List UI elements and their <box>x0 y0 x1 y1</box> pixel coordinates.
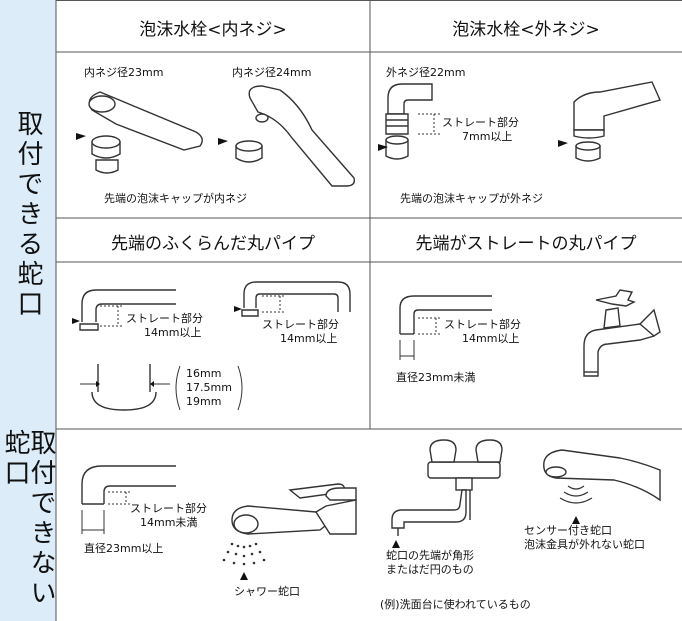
label-inner-thread-23: 内ネジ径23mm <box>84 66 164 79</box>
short-straight-faucet <box>81 465 176 505</box>
sensor-waves <box>559 485 593 504</box>
header-foam-inner: 泡沫水栓<内ネジ> <box>139 20 287 40</box>
label-example-note: (例)洗面台に使われているもの <box>380 598 531 611</box>
paren-right <box>237 365 243 411</box>
mixing-faucet <box>391 439 503 536</box>
shower-faucet <box>231 483 357 535</box>
diameter-23-dimension <box>399 340 415 360</box>
shower-spray <box>222 542 266 566</box>
header-bulged-pipe: 先端のふくらんだ丸パイプ <box>111 234 315 254</box>
sensor-faucet <box>543 449 661 502</box>
label-diameter-16: 16mm <box>186 367 222 380</box>
label-bulged-straight-2b: 14mm以上 <box>280 332 338 345</box>
label-diameter-over-23: 直径23mm以上 <box>84 542 164 555</box>
label-short-straight-a: ストレート部分 <box>130 502 207 515</box>
wall-faucet <box>583 289 661 377</box>
label-diameter-17-5: 17.5mm <box>186 381 232 394</box>
not-installable-label: 取付できない蛇口 <box>0 429 56 609</box>
straight-14mm-dimension-1 <box>100 305 122 327</box>
arrow-marker <box>378 144 388 151</box>
label-angular-b: またはだ円のもの <box>386 563 474 576</box>
label-inner-thread-24: 内ネジ径24mm <box>232 66 312 79</box>
label-outer-thread-22: 外ネジ径22mm <box>386 66 466 79</box>
straight-7mm-dimension <box>418 113 440 135</box>
straight-14mm-dimension-2 <box>262 295 286 313</box>
arrow-marker <box>572 516 580 524</box>
caption-inner-thread: 先端の泡沫キャップが内ネジ <box>104 192 247 205</box>
foam-outer-22-faucet <box>385 83 433 160</box>
bulged-pipe-faucet-1 <box>79 289 176 331</box>
foam-outer-faucet-2 <box>573 81 661 162</box>
side-label-installable: 取付できる蛇口 <box>0 0 56 429</box>
straight-14mm-dimension-3 <box>418 317 440 335</box>
arrow-marker <box>558 140 568 147</box>
label-straight-pipe-a: ストレート部分 <box>444 318 521 331</box>
label-straight-pipe-b: 14mm以上 <box>462 332 520 345</box>
foam-inner-23-faucet <box>88 91 203 174</box>
caption-outer-thread: 先端の泡沫キャップが外ネジ <box>400 192 543 205</box>
label-shower-faucet: シャワー蛇口 <box>234 585 300 598</box>
arrow-marker <box>218 138 228 145</box>
label-angular-a: 蛇口の先端が角形 <box>386 549 474 562</box>
label-short-straight-b: 14mm未満 <box>140 516 198 529</box>
arrow-marker <box>240 572 248 580</box>
label-bulged-straight-1b: 14mm以上 <box>144 326 202 339</box>
label-bulged-straight-1a: ストレート部分 <box>126 312 203 325</box>
straight-14mm-under-dimension <box>108 491 130 505</box>
bulged-pipe-faucet-2 <box>241 281 351 317</box>
diameter-23-over-dimension <box>81 510 105 534</box>
arrow-marker <box>76 133 86 140</box>
label-straight-7mm-1: ストレート部分 <box>442 116 519 129</box>
side-label-not-installable: 取付できない蛇口 <box>0 429 56 621</box>
label-straight-7mm-2: 7mm以上 <box>462 130 513 143</box>
paren-left <box>175 365 181 411</box>
installable-label: 取付できる蛇口 <box>13 109 43 320</box>
label-bulged-straight-2a: ストレート部分 <box>262 318 339 331</box>
header-foam-outer: 泡沫水栓<外ネジ> <box>452 20 600 40</box>
arrow-marker <box>392 540 400 548</box>
header-straight-pipe: 先端がストレートの丸パイプ <box>415 234 637 254</box>
arrow-marker <box>234 306 242 312</box>
label-diameter-under-23: 直径23mm未満 <box>396 371 476 384</box>
label-diameter-19: 19mm <box>186 395 222 408</box>
label-foam-fixed: 泡沫金具が外れない蛇口 <box>524 538 645 551</box>
bulged-tip-closeup <box>91 364 157 411</box>
straight-pipe-faucet <box>399 295 492 335</box>
arrow-marker <box>72 318 80 324</box>
label-sensor-faucet: センサー付き蛇口 <box>524 524 612 537</box>
foam-inner-24-faucet <box>235 85 356 187</box>
grid-lines <box>55 0 682 621</box>
